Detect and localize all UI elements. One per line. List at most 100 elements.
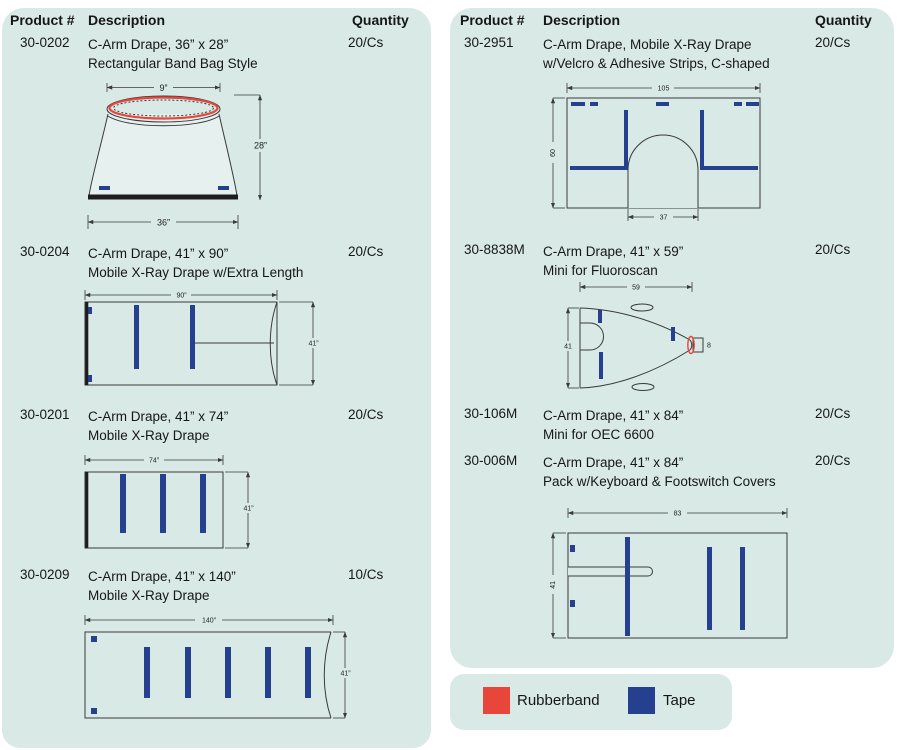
tape-mark <box>590 102 598 106</box>
tape-mark <box>225 647 231 698</box>
tape-mark <box>700 166 758 170</box>
product-desc-line1: C-Arm Drape, 41” x 140” <box>88 569 236 584</box>
tape-mark <box>570 545 575 552</box>
product-quantity: 10/Cs <box>348 567 384 582</box>
tape-mark <box>99 186 110 190</box>
product-desc-line1: C-Arm Drape, 41” x 74” <box>88 409 229 424</box>
tape-mark <box>120 474 126 533</box>
dimension-label-width: 59 <box>632 285 640 292</box>
product-desc-line1: C-Arm Drape, 41” x 90” <box>88 246 229 261</box>
product-number: 30-0201 <box>20 407 70 422</box>
dimension-label-width: 140” <box>202 618 217 625</box>
diagram-30-2951-cshaped: 105 37 60 <box>548 83 761 222</box>
legend-label-tape: Tape <box>663 692 696 709</box>
tape-mark <box>599 352 603 379</box>
product-desc-line2: Pack w/Keyboard & Footswitch Covers <box>543 474 776 489</box>
right-header-quantity: Quantity <box>815 12 872 28</box>
product-desc-line2: Mini for Fluoroscan <box>543 263 658 278</box>
tape-mark <box>570 600 575 607</box>
tape-mark <box>746 102 759 106</box>
product-quantity: 20/Cs <box>815 242 851 257</box>
tape-mark <box>91 708 97 714</box>
legend-label-rubberband: Rubberband <box>517 692 600 709</box>
right-header-description: Description <box>543 12 621 28</box>
product-desc-line1: C-Arm Drape, 41” x 84” <box>543 408 684 423</box>
diagram-30-8838M-mini: 59 41 8 <box>560 282 711 391</box>
dimension-label-height: 60 <box>550 149 557 157</box>
tape-mark <box>200 474 206 533</box>
product-quantity: 20/Cs <box>815 35 851 50</box>
left-header-quantity: Quantity <box>352 12 409 28</box>
product-quantity: 20/Cs <box>815 453 851 468</box>
tape-swatch <box>628 687 655 714</box>
tape-mark <box>707 547 712 630</box>
tape-mark <box>218 186 229 190</box>
tape-mark <box>625 537 630 636</box>
rubberband-ellipse <box>108 96 219 120</box>
product-desc-line1: C-Arm Drape, Mobile X-Ray Drape <box>543 37 752 52</box>
dimension-label-height: 41 <box>550 581 557 589</box>
left-header-product: Product # <box>10 12 75 28</box>
tape-mark <box>88 307 92 314</box>
tape-mark <box>190 305 195 369</box>
rubberband-swatch <box>483 687 510 714</box>
product-quantity: 20/Cs <box>348 244 384 259</box>
diagram-30-0204-drape: 90” 41” <box>84 290 322 386</box>
tape-mark <box>160 474 166 533</box>
product-desc-line2: Mini for OEC 6600 <box>543 427 655 442</box>
tape-mark <box>91 636 97 642</box>
product-number: 30-8838M <box>464 242 525 257</box>
dimension-label-bottom: 36” <box>157 217 170 227</box>
tape-mark <box>598 310 602 323</box>
tape-mark <box>571 102 585 106</box>
product-quantity: 20/Cs <box>348 35 384 50</box>
tape-mark <box>671 327 675 341</box>
product-quantity: 20/Cs <box>815 406 851 421</box>
right-header-product: Product # <box>460 12 525 28</box>
tape-mark <box>656 102 669 106</box>
tape-mark <box>88 375 92 382</box>
dimension-label-height: 28” <box>254 140 267 150</box>
product-number: 30-0204 <box>20 244 70 259</box>
diagram-30-0201-drape: 74” 41” <box>84 455 257 549</box>
dimension-label-tip: 8 <box>707 343 711 350</box>
tape-mark <box>134 305 139 369</box>
dimension-label-height: 41” <box>308 341 319 348</box>
tape-mark <box>740 547 745 630</box>
product-desc-line2: w/Velcro & Adhesive Strips, C-shaped <box>543 56 770 71</box>
product-number: 30-006M <box>464 453 518 468</box>
product-desc-line2: Mobile X-Ray Drape <box>88 428 210 443</box>
dimension-label-arch: 37 <box>660 214 668 221</box>
product-desc-line1: C-Arm Drape, 41” x 59” <box>543 244 684 259</box>
product-number: 30-0202 <box>20 35 70 50</box>
product-desc-line1: C-Arm Drape, 36” x 28” <box>88 37 229 52</box>
dimension-label-width: 83 <box>674 511 682 518</box>
left-header-description: Description <box>88 12 166 28</box>
tape-mark <box>185 647 191 698</box>
tape-mark <box>570 166 628 170</box>
product-number: 30-106M <box>464 406 518 421</box>
tape-mark <box>144 647 150 698</box>
diagram-30-006M-pack: 83 41 <box>548 508 788 639</box>
tape-mark <box>734 102 742 106</box>
tape-mark <box>624 110 628 169</box>
dimension-label-width: 74” <box>149 458 160 465</box>
product-number: 30-2951 <box>464 35 514 50</box>
product-number: 30-0209 <box>20 567 70 582</box>
diagram-30-0209-drape: 140” 41” <box>84 615 354 719</box>
product-desc-line2: Mobile X-Ray Drape w/Extra Length <box>88 265 304 280</box>
tape-mark <box>305 647 311 698</box>
dimension-label-width: 105 <box>658 86 670 93</box>
dimension-label-height: 41” <box>243 506 254 513</box>
tape-mark <box>700 110 704 169</box>
dimension-label-height: 41” <box>340 671 351 678</box>
product-desc-line2: Rectangular Band Bag Style <box>88 56 258 71</box>
rubberband-ellipse <box>687 335 695 355</box>
dimension-label-height: 41 <box>564 344 572 351</box>
tape-mark <box>265 647 271 698</box>
dimension-label-top: 9” <box>159 83 167 93</box>
product-quantity: 20/Cs <box>348 407 384 422</box>
product-desc-line1: C-Arm Drape, 41” x 84” <box>543 455 684 470</box>
product-desc-line2: Mobile X-Ray Drape <box>88 588 210 603</box>
